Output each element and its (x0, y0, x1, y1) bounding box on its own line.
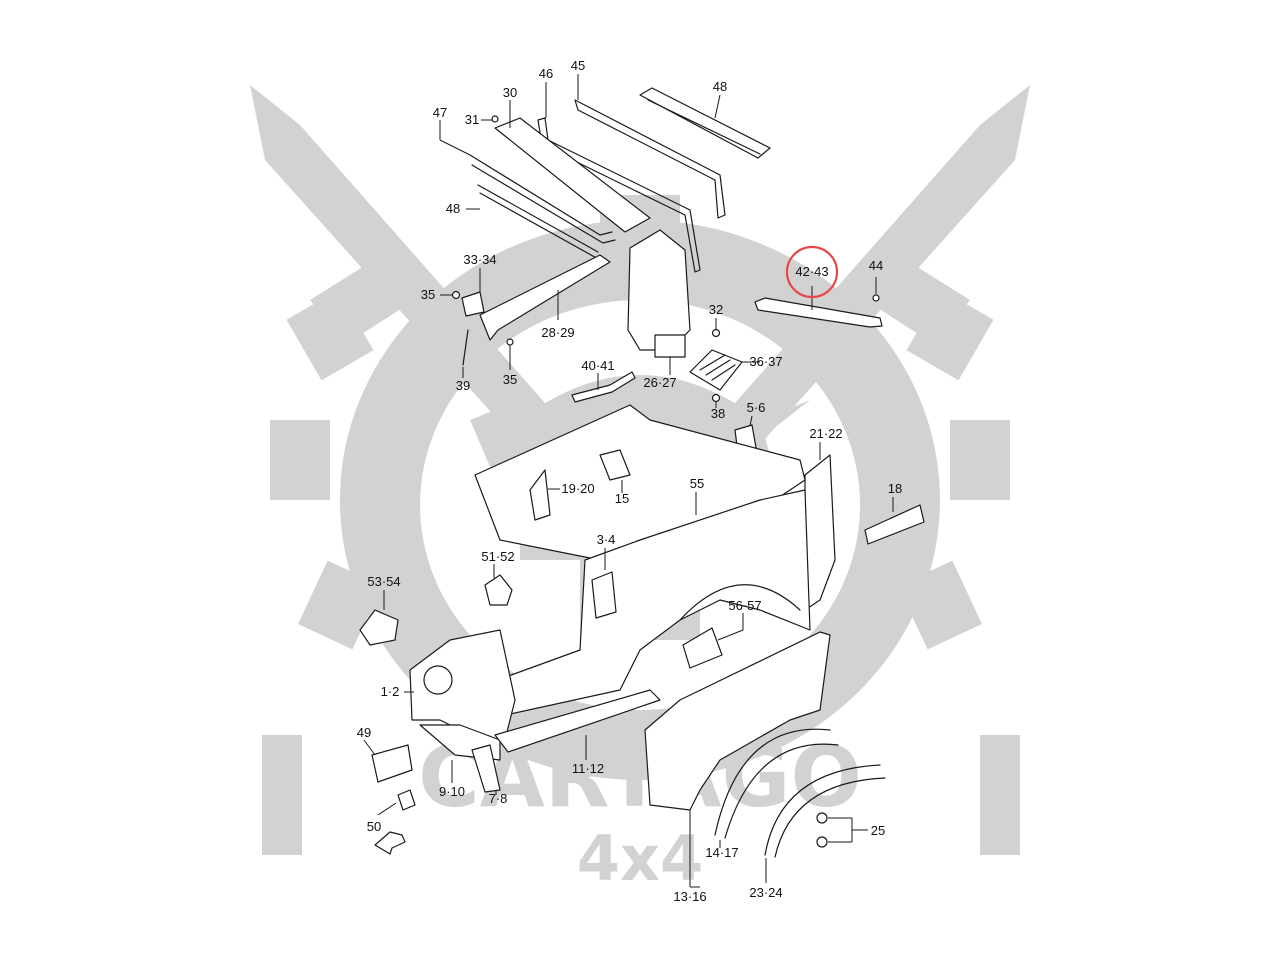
part-14-17-arch (714, 728, 831, 836)
part-23-24-flare (764, 764, 881, 856)
part-35-screw-upper (451, 290, 461, 300)
part-38-screw (711, 393, 721, 403)
callout-56-57: 56·57 (728, 598, 761, 613)
part-11-12-rocker (494, 689, 661, 753)
part-25-clip-lower (816, 836, 828, 848)
callout-39: 39 (456, 378, 470, 393)
part-21-22-corner (804, 454, 836, 611)
callout-48-side: 48 (446, 201, 460, 216)
watermark-subbrand: 4x4 (577, 822, 703, 895)
part-25-clip-upper (816, 812, 828, 824)
callout-42-43: 42·43 (795, 264, 828, 279)
callout-47: 47 (433, 105, 447, 120)
part-48-top-seal (639, 87, 771, 159)
callout-55: 55 (690, 476, 704, 491)
part-46-frame (537, 117, 701, 273)
callout-5-6: 5·6 (747, 400, 766, 415)
part-56-57-plate (682, 627, 723, 669)
callout-45: 45 (571, 58, 585, 73)
part-35-screw-lower (506, 338, 514, 346)
part-28-29-trim (479, 254, 611, 341)
callout-30: 30 (503, 85, 517, 100)
part-45-frame (574, 99, 726, 219)
callout-49: 49 (357, 725, 371, 740)
callout-23-24: 23·24 (749, 885, 782, 900)
part-31-bolt (491, 115, 499, 123)
callout-18: 18 (888, 481, 902, 496)
callout-19-20: 19·20 (561, 481, 594, 496)
part-30-roof-panel (494, 117, 651, 233)
callout-32: 32 (709, 302, 723, 317)
part-51-52-bracket (484, 574, 513, 606)
part-39-rod (462, 329, 469, 366)
parts-line-art (359, 87, 925, 858)
callout-7-8: 7·8 (489, 791, 508, 806)
callout-51-52: 51·52 (481, 549, 514, 564)
callout-25: 25 (871, 823, 885, 838)
part-26-27-pillar (627, 229, 691, 351)
highlight-circle (785, 245, 839, 299)
callout-1-2: 1·2 (381, 684, 400, 699)
leader-lines (363, 74, 894, 888)
callout-13-16: 13·16 (673, 889, 706, 904)
callout-38: 38 (711, 406, 725, 421)
part-47-rail (469, 154, 616, 244)
callout-28-29: 28·29 (541, 325, 574, 340)
callout-46: 46 (539, 66, 553, 81)
part-53-54-bracket (359, 609, 399, 646)
callout-33-34: 33·34 (463, 252, 496, 267)
callout-21-22: 21·22 (809, 426, 842, 441)
part-32-screw (711, 328, 721, 338)
part-13-16-fender (644, 631, 831, 811)
callout-53-54: 53·54 (367, 574, 400, 589)
callout-48-top: 48 (713, 79, 727, 94)
callout-26-27: 26·27 (643, 375, 676, 390)
callout-3-4: 3·4 (597, 532, 616, 547)
callout-9-10: 9·10 (439, 784, 465, 799)
part-44-screw (872, 294, 880, 302)
part-50-screw (397, 789, 416, 811)
callout-44: 44 (869, 258, 883, 273)
callout-40-41: 40·41 (581, 358, 614, 373)
callout-35-upper: 35 (421, 287, 435, 302)
callout-50: 50 (367, 819, 381, 834)
part-18-plate (864, 504, 925, 545)
callout-31: 31 (465, 112, 479, 127)
part-36-37-grille (689, 349, 743, 391)
fwd-arrow (374, 831, 406, 855)
part-49-plate (371, 744, 413, 783)
part-15-bracket (599, 449, 631, 481)
callout-35-lower: 35 (503, 372, 517, 387)
part-7-8-sill (471, 744, 501, 793)
part-33-34-bracket (461, 291, 485, 317)
callout-15: 15 (615, 491, 629, 506)
part-3-4-bracket (591, 571, 617, 619)
part-40-41-trim (571, 371, 636, 403)
part-42-43-bar (754, 297, 883, 328)
callout-11-12: 11·12 (572, 761, 604, 776)
callout-14-17: 14·17 (705, 845, 738, 860)
callout-labels: 48 46 45 30 31 47 48 33·34 35 28·29 39 3… (357, 58, 902, 904)
callout-36-37: 36·37 (749, 354, 782, 369)
part-19-20-strip (529, 469, 551, 521)
